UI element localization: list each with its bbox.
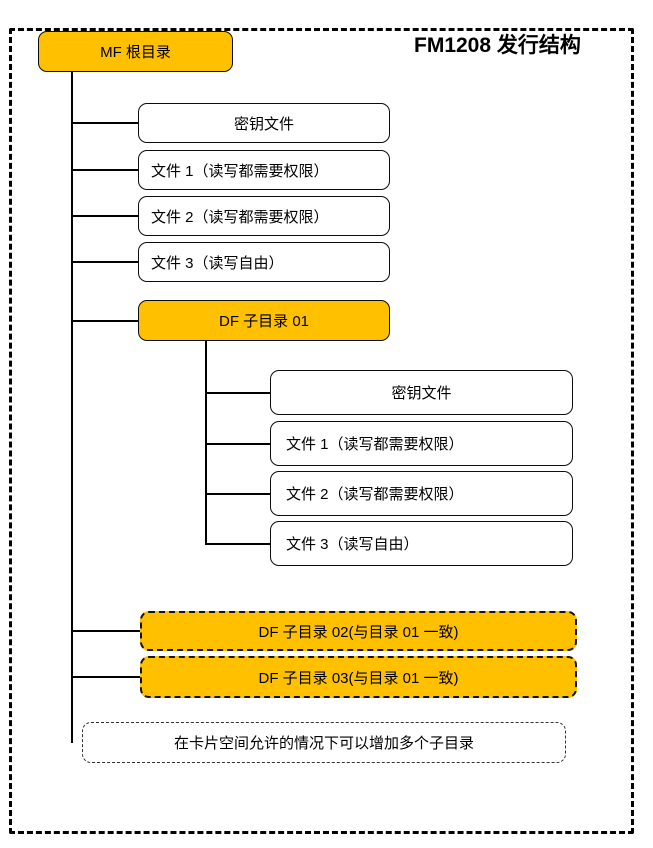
trunk-line-mf [71, 72, 73, 743]
node-df01-file-1: 文件 1（读写都需要权限） [270, 421, 573, 466]
connector-df01-file-3 [205, 543, 270, 545]
node-df01-file-2-label: 文件 2（读写都需要权限） [286, 486, 464, 503]
node-mf-file-1: 文件 1（读写都需要权限） [138, 150, 390, 190]
connector-df01-file-1 [205, 443, 270, 445]
node-mf-file-2: 文件 2（读写都需要权限） [138, 196, 390, 236]
node-df01-file-3: 文件 3（读写自由） [270, 521, 573, 566]
node-mf-root-label: MF 根目录 [100, 44, 171, 61]
connector-df01-key-file [205, 392, 270, 394]
trunk-line-df01 [205, 341, 207, 544]
node-df01-key-file: 密钥文件 [270, 370, 573, 415]
node-mf-key-file: 密钥文件 [138, 103, 390, 143]
connector-df01 [71, 320, 138, 322]
connector-file-1 [71, 169, 138, 171]
node-df02: DF 子目录 02(与目录 01 一致) [140, 611, 577, 651]
node-mf-key-file-label: 密钥文件 [233, 115, 294, 133]
connector-df01-file-2 [205, 493, 270, 495]
node-df03-label: DF 子目录 03(与目录 01 一致) [258, 669, 459, 687]
node-df01-file-3-label: 文件 3（读写自由） [286, 536, 419, 553]
node-df03: DF 子目录 03(与目录 01 一致) [140, 656, 577, 698]
node-mf-file-1-label: 文件 1（读写都需要权限） [151, 162, 329, 180]
node-mf-file-3-label: 文件 3（读写自由） [151, 254, 284, 272]
node-df02-label: DF 子目录 02(与目录 01 一致) [258, 623, 459, 641]
connector-key-file [71, 122, 138, 124]
node-mf-file-2-label: 文件 2（读写都需要权限） [151, 208, 329, 226]
connector-df03 [71, 676, 140, 678]
node-df01-label: DF 子目录 01 [218, 313, 309, 330]
page-border [9, 28, 634, 834]
node-note: 在卡片空间允许的情况下可以增加多个子目录 [82, 722, 566, 763]
connector-file-2 [71, 215, 138, 217]
node-df01-key-file-label: 密钥文件 [391, 385, 452, 402]
connector-df02 [71, 630, 140, 632]
node-mf-root: MF 根目录 [38, 31, 233, 72]
node-mf-file-3: 文件 3（读写自由） [138, 242, 390, 282]
node-df01: DF 子目录 01 [138, 300, 390, 341]
connector-file-3 [71, 261, 138, 263]
node-df01-file-1-label: 文件 1（读写都需要权限） [286, 436, 464, 453]
node-note-label: 在卡片空间允许的情况下可以增加多个子目录 [173, 735, 474, 752]
diagram-title: FM1208 发行结构 [414, 34, 581, 57]
node-df01-file-2: 文件 2（读写都需要权限） [270, 471, 573, 516]
